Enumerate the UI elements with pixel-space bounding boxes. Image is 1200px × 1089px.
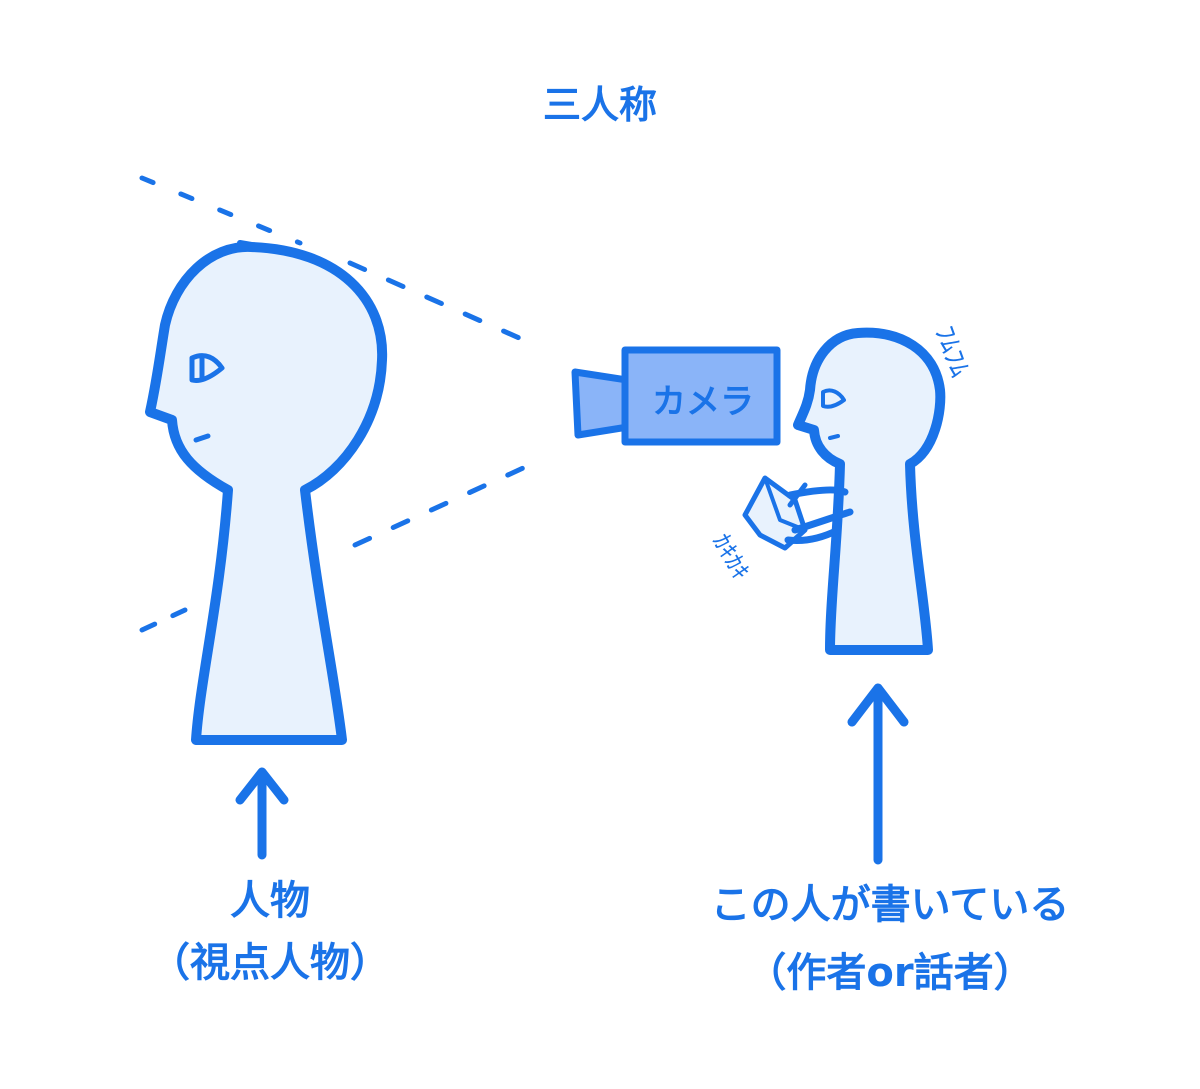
view-line-upper-inner [347, 260, 538, 348]
viewpoint-character-eye [189, 353, 225, 383]
pen-icon [787, 482, 808, 508]
narrator-mouth [828, 434, 840, 440]
viewpoint-character-sublabel: （視点人物） [150, 940, 390, 986]
right-arrow [847, 683, 909, 865]
view-line-upper-outer [139, 175, 303, 246]
narrator-arm-lower [791, 508, 854, 534]
viewpoint-character-figure [145, 241, 388, 745]
narrator-hand [784, 526, 842, 544]
narrator-figure [793, 327, 946, 655]
narrator-sublabel: （作者or話者） [746, 950, 1034, 996]
viewpoint-character-mouth [193, 433, 211, 443]
camera-body [621, 346, 781, 446]
camera-label: カメラ [652, 382, 754, 422]
view-line-lower-inner [352, 455, 548, 548]
narrator-eye [821, 388, 846, 409]
narrator-label: この人が書いている [710, 882, 1070, 928]
viewpoint-character-label: 人物 [230, 878, 310, 924]
viewpoint-character-hair [237, 240, 261, 249]
left-arrow [235, 767, 289, 860]
page-title: 三人称 [542, 83, 657, 127]
view-line-lower-outer [139, 607, 188, 633]
scribbling-scribble: ｶｷｶｷ [707, 529, 755, 585]
